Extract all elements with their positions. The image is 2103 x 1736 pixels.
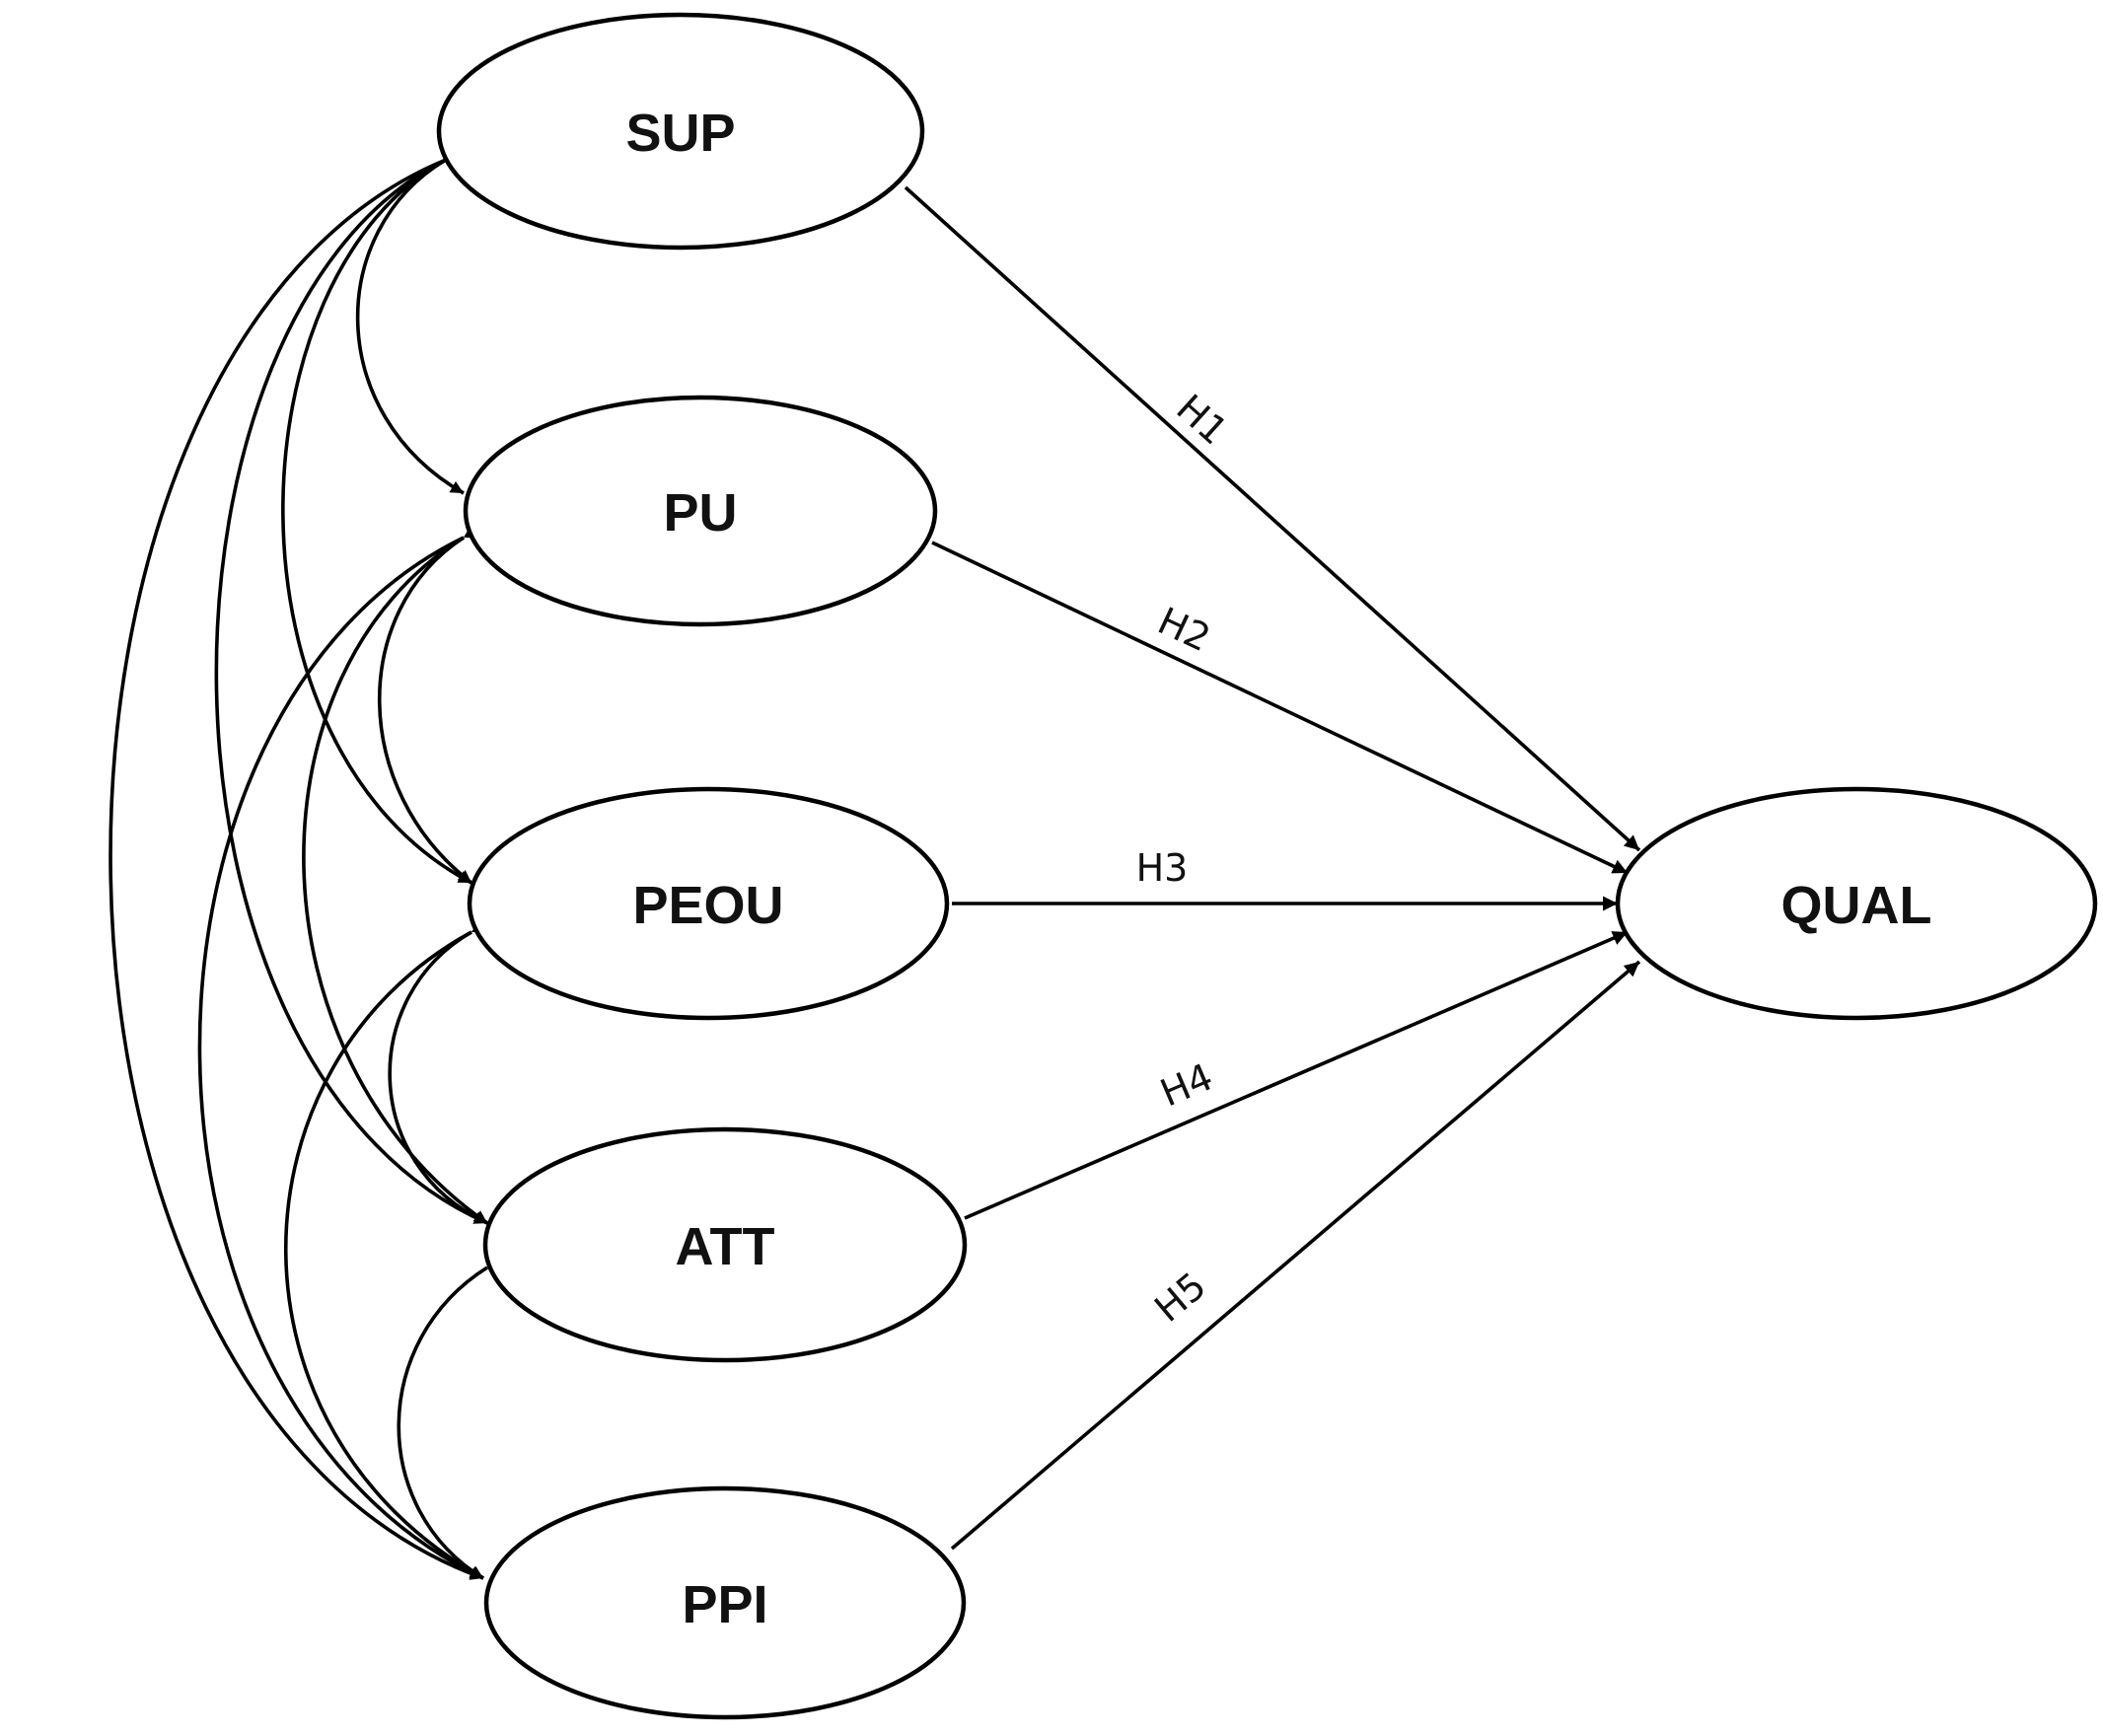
corr-peou-att: [388, 919, 488, 1225]
corr-pu-ppi: [197, 526, 484, 1580]
node-peou: PEOU: [467, 786, 950, 1021]
path-h5: [950, 960, 1641, 1551]
corr-pu-peou: [377, 525, 478, 885]
node-qual: QUAL: [1615, 786, 2098, 1021]
node-pu: PU: [463, 395, 938, 627]
node-att: ATT: [482, 1126, 968, 1363]
label-h4: H4: [1154, 1054, 1219, 1115]
corr-sup-peou: [281, 148, 472, 885]
node-label-att: ATT: [676, 1217, 775, 1276]
label-h1: H1: [1168, 386, 1236, 453]
corr-peou-ppi: [283, 920, 486, 1580]
path-h4: [964, 930, 1629, 1220]
node-label-sup: SUP: [625, 104, 735, 163]
path-h1: [904, 185, 1641, 852]
path-labels: H1 H2 H3 H4 H5: [1136, 386, 1236, 1331]
node-label-peou: PEOU: [632, 876, 783, 935]
correlation-arcs: [109, 147, 502, 1580]
corr-sup-pu: [355, 147, 465, 495]
label-h5: H5: [1146, 1264, 1214, 1331]
node-ppi: PPI: [483, 1485, 967, 1720]
label-h3: H3: [1136, 846, 1189, 890]
corr-pu-att: [302, 525, 489, 1225]
node-label-ppi: PPI: [682, 1575, 767, 1634]
node-sup: SUP: [436, 12, 925, 251]
regression-paths: [904, 185, 1641, 1551]
node-label-pu: PU: [663, 483, 737, 542]
corr-sup-ppi: [109, 149, 484, 1580]
corr-att-ppi: [397, 1255, 502, 1580]
path-h2: [931, 541, 1629, 875]
corr-sup-att: [214, 148, 488, 1225]
node-label-qual: QUAL: [1781, 876, 1932, 935]
